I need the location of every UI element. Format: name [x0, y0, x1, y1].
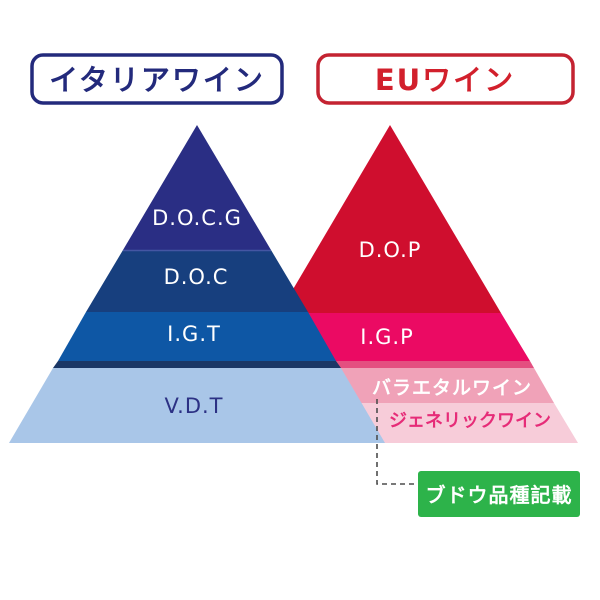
dop-band [279, 125, 501, 313]
igt-label: I.G.T [167, 322, 221, 346]
italy-pyramid [9, 125, 385, 443]
doc-band [86, 250, 308, 312]
vdt-label: V.D.T [164, 394, 223, 418]
grape-variety-box [418, 471, 580, 517]
generic-label: ジェネリックワイン [389, 411, 551, 432]
grape-variety-label: ブドウ品種記載 [426, 483, 573, 507]
varietal-label: バラエタルワイン [372, 377, 532, 399]
docg-label: D.O.C.G [152, 206, 242, 230]
vdt-band [9, 368, 385, 443]
grape-variety-callout: ブドウ品種記載 [418, 471, 580, 517]
dop-label: D.O.P [359, 238, 422, 262]
italy-title-border [30, 53, 284, 105]
annotation-connector-line [376, 399, 416, 485]
igp-label: I.G.P [360, 325, 413, 349]
italy-title-box: イタリアワイン [30, 53, 284, 105]
docg-band [123, 125, 271, 250]
igt-band [58, 312, 336, 361]
igt-divider-strip [53, 361, 341, 368]
doc-label: D.O.C [164, 265, 229, 289]
italy-title-label: イタリアワイン [49, 63, 265, 97]
eu-title-label: EUワイン [375, 63, 515, 97]
eu-title-border [316, 53, 575, 105]
eu-title-box: EUワイン [316, 53, 575, 105]
